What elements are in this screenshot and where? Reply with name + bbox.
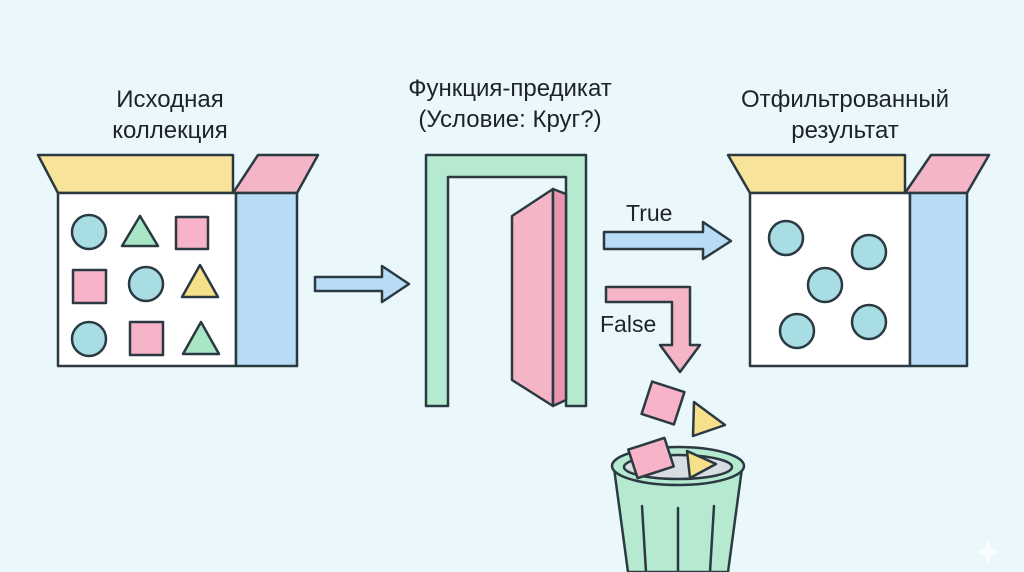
false-arrow-icon: [604, 285, 702, 374]
source-box-icon: [36, 153, 320, 368]
sparkle-icon: [975, 540, 1001, 564]
true-arrow-icon: [602, 220, 733, 261]
triangle-shape: [120, 214, 160, 248]
result-label-line2: результат: [791, 117, 899, 144]
triangle-shape: [685, 449, 718, 480]
circle-shape: [127, 265, 165, 303]
predicate-function-label: Функция-предикат (Условие: Круг?): [360, 73, 660, 135]
circle-shape: [850, 233, 888, 271]
result-box-icon: [726, 153, 991, 368]
square-shape: [71, 268, 108, 305]
circle-shape: [778, 312, 816, 350]
source-collection-label: Исходная коллекция: [40, 84, 300, 146]
result-items: [767, 219, 888, 350]
triangle-shape: [181, 320, 221, 356]
arrow-icon: [313, 264, 411, 304]
trash-can-icon: [610, 436, 746, 572]
square-shape: [640, 380, 686, 426]
source-items: [70, 213, 221, 358]
circle-shape: [70, 320, 108, 358]
triangle-shape: [180, 263, 220, 299]
triangle-shape: [691, 400, 727, 438]
circle-shape: [850, 303, 888, 341]
circle-shape: [70, 213, 108, 251]
predicate-label-line2: (Условие: Круг?): [418, 106, 602, 133]
source-label-line2: коллекция: [112, 117, 228, 144]
filtered-result-label: Отфильтрованный результат: [690, 84, 1000, 146]
false-branch-label: False: [600, 311, 657, 337]
circle-shape: [806, 266, 844, 304]
predicate-label-line1: Функция-предикат: [408, 75, 612, 102]
square-shape: [174, 215, 210, 251]
rejected-items: [640, 380, 727, 438]
true-branch-label: True: [626, 200, 673, 226]
result-label-line1: Отфильтрованный: [740, 86, 950, 113]
square-shape: [627, 436, 675, 480]
source-label-line1: Исходная: [116, 86, 224, 113]
circle-shape: [767, 219, 805, 257]
door-icon: [424, 153, 588, 408]
square-shape: [128, 320, 165, 357]
